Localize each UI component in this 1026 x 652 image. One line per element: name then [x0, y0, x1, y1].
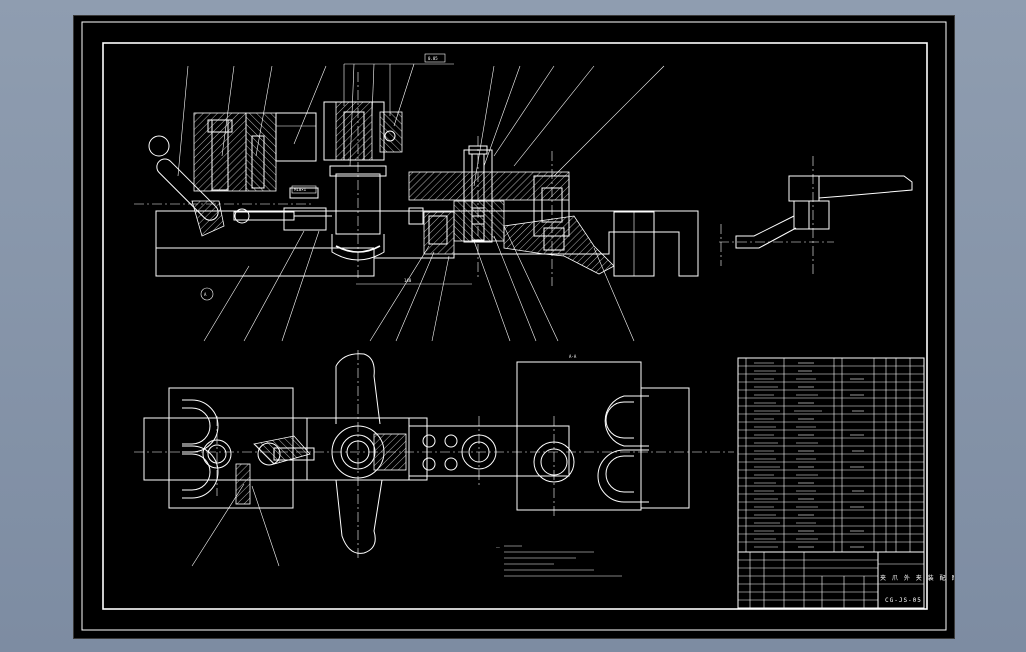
outer-frame: [81, 21, 947, 631]
svg-text:140: 140: [404, 278, 412, 283]
svg-text:A-A: A-A: [569, 354, 577, 359]
parts-list: [737, 357, 925, 553]
front-section-view: 0.05 M10×1 140 A: [134, 53, 699, 342]
plan-view: A-A: [134, 350, 734, 567]
svg-text:M10×1: M10×1: [294, 187, 307, 192]
left-clamp-body: [193, 112, 247, 192]
svg-text:——: ——: [496, 545, 500, 549]
inner-frame: [102, 42, 928, 610]
side-view: [719, 156, 913, 276]
drawing-number: CG-JS-05: [885, 597, 922, 604]
svg-text:0.05: 0.05: [428, 56, 438, 61]
technical-notes: ——: [496, 545, 622, 577]
drawing-canvas: 0.05 M10×1 140 A: [81, 21, 954, 631]
drawing-sheet: 0.05 M10×1 140 A: [73, 15, 955, 639]
drawing-title: 夹 爪 外 夹 装 配 图: [880, 574, 954, 582]
svg-text:A: A: [204, 292, 207, 297]
title-block: [737, 551, 925, 609]
